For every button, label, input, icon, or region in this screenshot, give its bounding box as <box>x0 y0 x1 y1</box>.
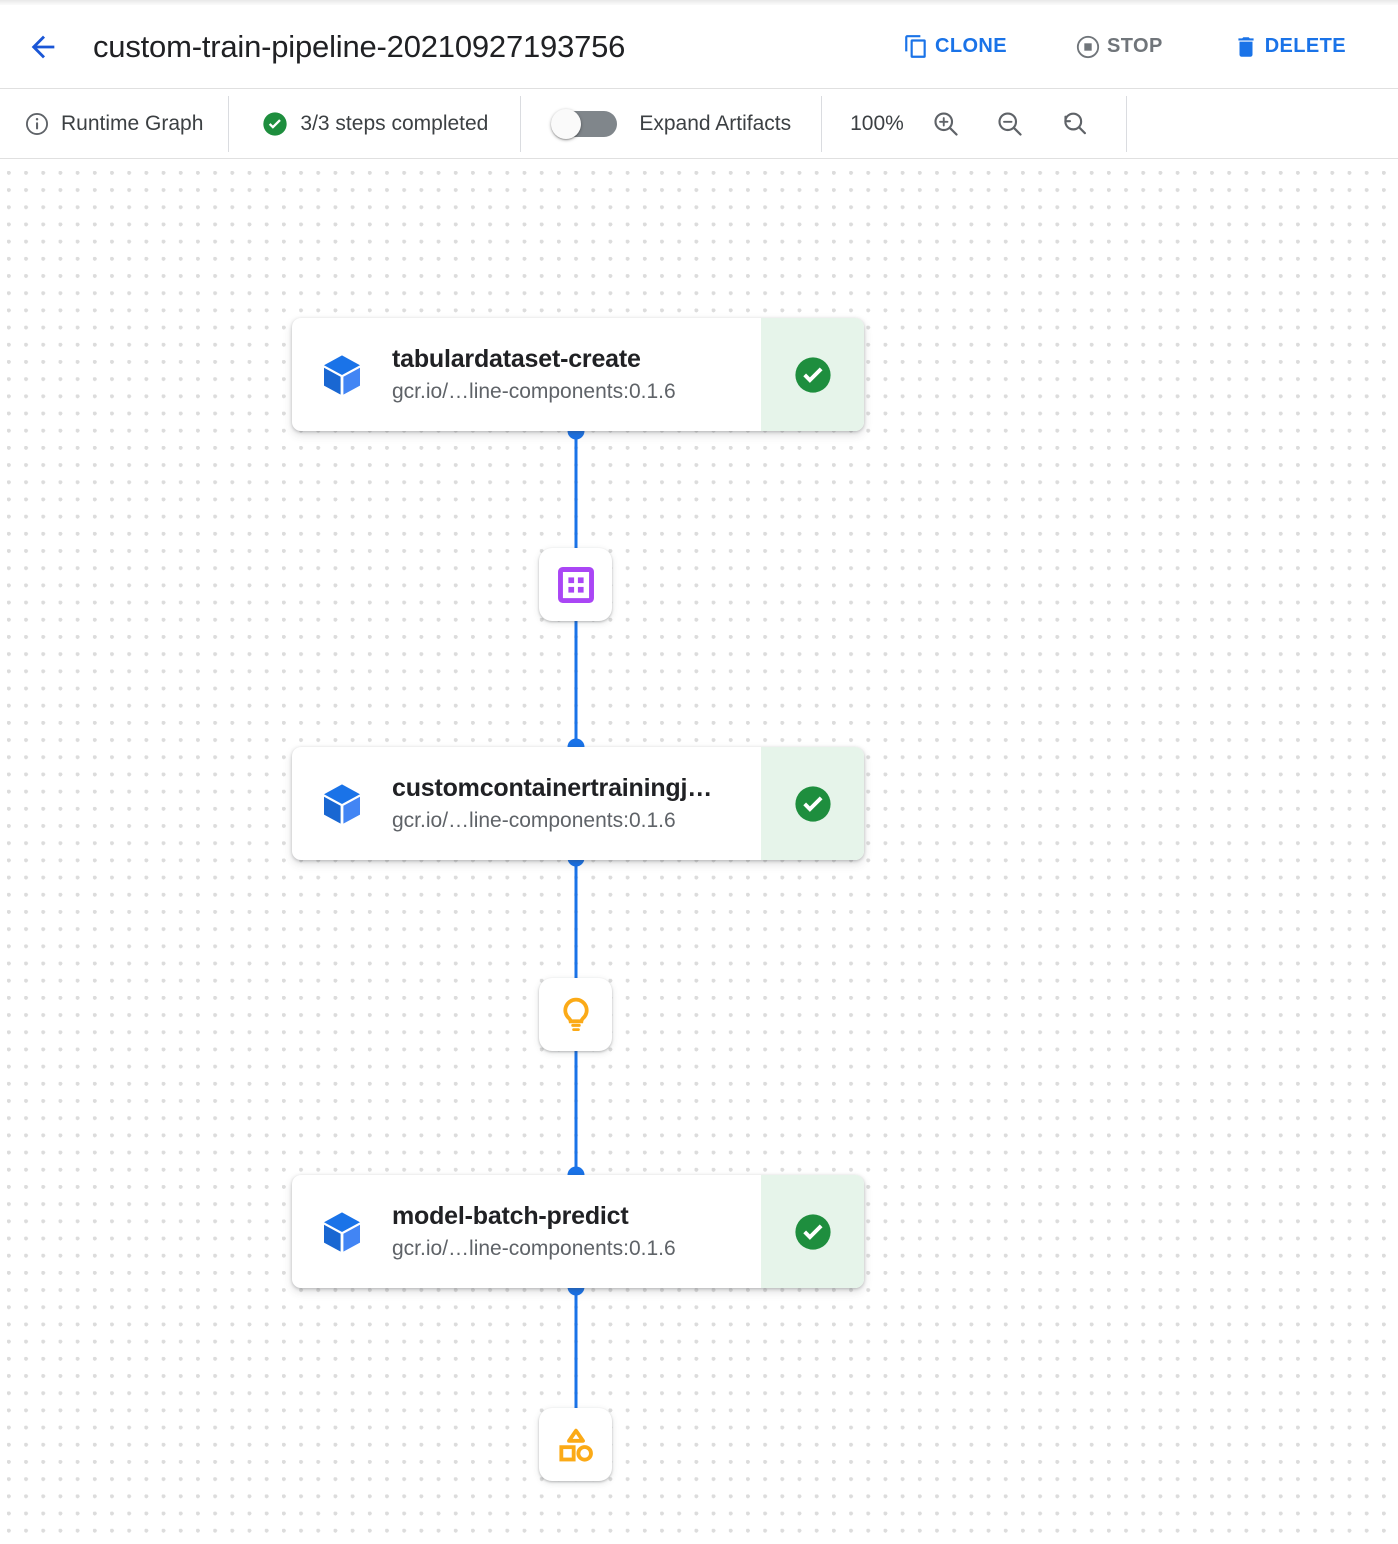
node-text: model-batch-predict gcr.io/…line-compone… <box>392 1201 761 1262</box>
clone-button[interactable]: CLONE <box>889 26 1021 68</box>
toolbar-bottom-divider <box>0 158 1398 159</box>
header-actions: CLONE STOP DELETE <box>889 5 1398 88</box>
artifact-node-dataset[interactable] <box>539 548 612 621</box>
node-subtitle: gcr.io/…line-components:0.1.6 <box>392 379 676 403</box>
node-status-badge <box>761 747 864 860</box>
zoom-level-label: 100% <box>850 111 904 135</box>
check-circle-icon <box>263 111 288 136</box>
page-title: custom-train-pipeline-20210927193756 <box>93 28 626 64</box>
check-circle-icon <box>794 1213 831 1250</box>
zoom-out-button[interactable] <box>988 102 1032 146</box>
node-subtitle: gcr.io/…line-components:0.1.6 <box>392 1236 676 1260</box>
node-title: model-batch-predict <box>392 1202 629 1231</box>
stop-icon <box>1076 35 1100 58</box>
pipeline-graph-canvas[interactable]: tabulardataset-create gcr.io/…line-compo… <box>0 159 1398 1544</box>
header-divider <box>0 88 1398 89</box>
delete-button[interactable]: DELETE <box>1219 26 1360 68</box>
delete-label: DELETE <box>1264 35 1346 57</box>
expand-artifacts-toggle[interactable] <box>551 108 618 139</box>
window-top-strip <box>0 0 1398 5</box>
lightbulb-icon <box>562 997 589 1031</box>
copy-icon <box>905 34 926 58</box>
runtime-graph-mode[interactable]: Runtime Graph <box>24 111 203 137</box>
node-title: customcontainertrainingj… <box>392 774 713 803</box>
node-title: tabulardataset-create <box>392 345 641 374</box>
graph-node-model-batch-predict[interactable]: model-batch-predict gcr.io/…line-compone… <box>292 1175 864 1288</box>
page-header: custom-train-pipeline-20210927193756 CLO… <box>0 5 1398 88</box>
cube-icon <box>318 1208 366 1256</box>
artifact-node-model[interactable] <box>539 978 612 1051</box>
shapes-icon <box>558 1428 593 1462</box>
node-status-badge <box>761 1175 864 1288</box>
node-status-badge <box>761 318 864 431</box>
toolbar-divider-2 <box>520 95 522 152</box>
check-circle-icon <box>794 785 831 822</box>
zoom-in-button[interactable] <box>924 102 968 146</box>
expand-artifacts-label: Expand Artifacts <box>639 111 792 135</box>
check-circle-icon <box>794 356 831 393</box>
stop-button[interactable]: STOP <box>1061 26 1177 68</box>
node-body: customcontainertrainingj… gcr.io/…line-c… <box>292 747 761 860</box>
toggle-knob <box>551 108 582 139</box>
stop-label: STOP <box>1107 35 1163 57</box>
cube-icon <box>318 780 366 828</box>
dataset-grid-icon <box>557 566 594 603</box>
artifact-node-batch-prediction[interactable] <box>539 1408 612 1481</box>
zoom-in-icon <box>934 111 958 136</box>
cube-icon <box>318 351 366 399</box>
zoom-out-icon <box>998 111 1022 136</box>
runtime-graph-label: Runtime Graph <box>61 111 204 135</box>
info-circle-icon <box>26 112 48 135</box>
graph-toolbar: Runtime Graph 3/3 steps completed Expand… <box>0 89 1398 158</box>
zoom-reset-button[interactable] <box>1052 102 1096 146</box>
run-status-label: 3/3 steps completed <box>300 111 489 135</box>
graph-node-customcontainertrainingjob[interactable]: customcontainertrainingj… gcr.io/…line-c… <box>292 747 864 860</box>
back-button[interactable] <box>20 24 66 70</box>
node-subtitle: gcr.io/…line-components:0.1.6 <box>392 808 676 832</box>
node-text: customcontainertrainingj… gcr.io/…line-c… <box>392 773 761 834</box>
trash-icon <box>1238 36 1254 57</box>
clone-label: CLONE <box>935 35 1007 57</box>
node-body: model-batch-predict gcr.io/…line-compone… <box>292 1175 761 1288</box>
arrow-left-icon <box>31 35 55 58</box>
toolbar-divider-3 <box>821 95 823 152</box>
graph-node-tabulardataset-create[interactable]: tabulardataset-create gcr.io/…line-compo… <box>292 318 864 431</box>
node-text: tabulardataset-create gcr.io/…line-compo… <box>392 344 761 405</box>
node-body: tabulardataset-create gcr.io/…line-compo… <box>292 318 761 431</box>
toolbar-divider-4 <box>1125 95 1127 152</box>
toolbar-divider-1 <box>228 95 230 152</box>
run-status: 3/3 steps completed <box>261 110 488 138</box>
zoom-reset-icon <box>1064 112 1086 134</box>
